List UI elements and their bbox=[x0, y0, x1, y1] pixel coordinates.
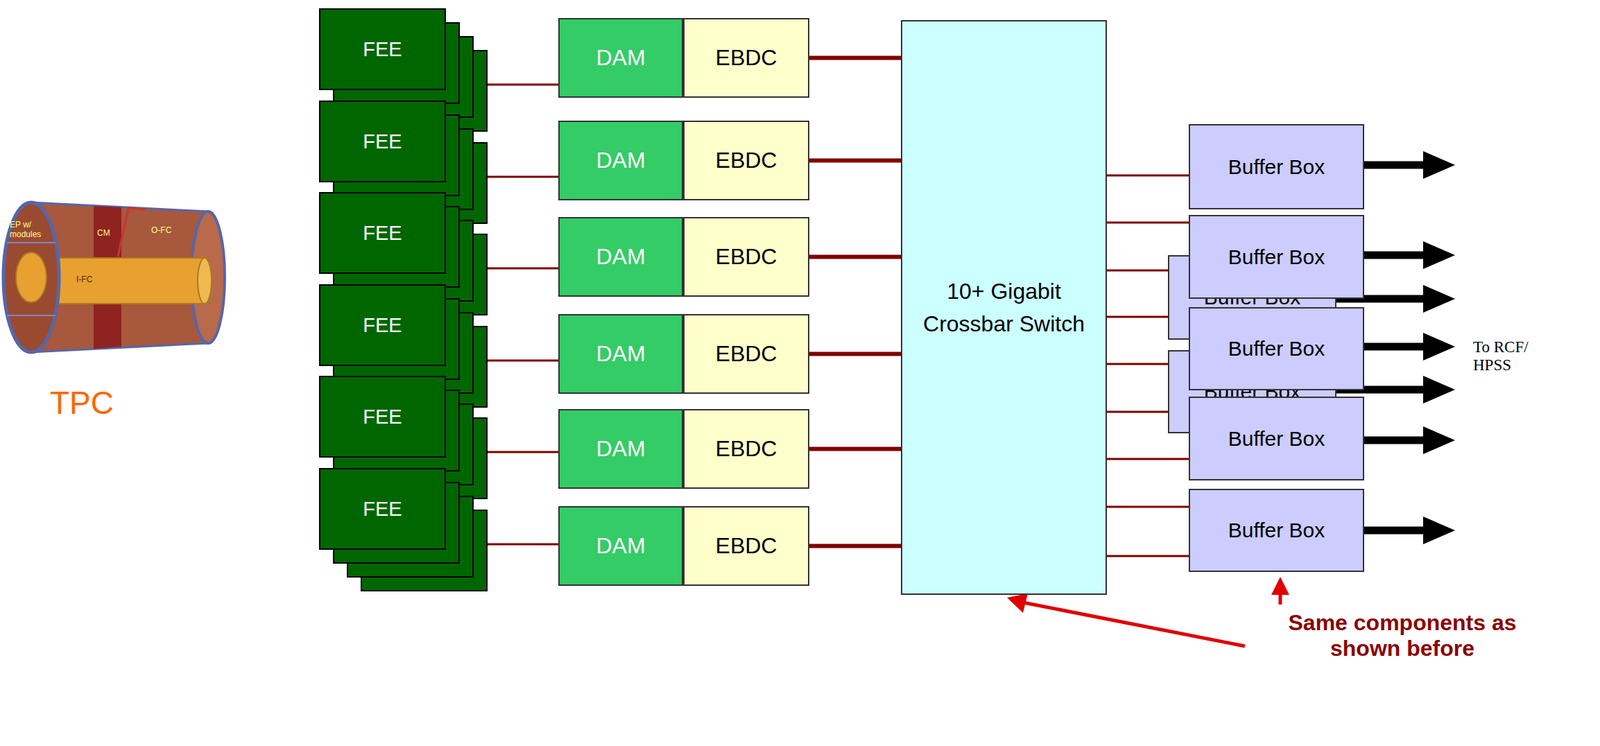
output-arrow-head bbox=[1423, 285, 1456, 313]
node-text: FEE bbox=[362, 130, 402, 154]
data-link bbox=[1106, 222, 1189, 224]
node-text: EBDC bbox=[715, 533, 778, 559]
output-arrow-head bbox=[1423, 151, 1456, 179]
data-link bbox=[1106, 556, 1189, 557]
output-arrow-shaft bbox=[1362, 527, 1429, 535]
node-text: FEE bbox=[362, 314, 402, 338]
node-text: FEE bbox=[362, 405, 402, 429]
node-text: Buffer Box bbox=[1228, 337, 1326, 361]
part-label: CM bbox=[97, 228, 125, 239]
node-text: FEE bbox=[362, 497, 402, 521]
label-text: I-FC bbox=[76, 274, 93, 285]
part-label: O-FC bbox=[151, 226, 186, 236]
data-link bbox=[1106, 270, 1168, 272]
buffer-box: Buffer Box bbox=[1188, 396, 1365, 481]
part-label: EP w/ modules bbox=[9, 220, 53, 240]
node-text: FEE bbox=[362, 221, 402, 245]
ebdc-box: EBDC bbox=[683, 217, 810, 297]
node-text: Buffer Box bbox=[1228, 155, 1326, 179]
fee-card: FEE bbox=[319, 100, 446, 183]
node-text: Buffer Box bbox=[1228, 427, 1326, 451]
node-text: Buffer Box bbox=[1228, 518, 1326, 543]
buffer-box: Buffer Box bbox=[1188, 488, 1365, 573]
node-text: Buffer Box bbox=[1228, 245, 1326, 270]
data-link bbox=[1106, 364, 1168, 365]
output-arrow-head bbox=[1423, 241, 1456, 270]
buffer-box: Buffer Box bbox=[1188, 307, 1365, 391]
ebdc-box: EBDC bbox=[683, 409, 810, 489]
output-arrow-shaft bbox=[1362, 251, 1429, 260]
node-text: EBDC bbox=[715, 147, 778, 174]
dam-box: DAM bbox=[558, 409, 684, 489]
ebdc-box: EBDC bbox=[683, 18, 810, 98]
node-text: EBDC bbox=[715, 436, 778, 462]
node-text: DAM bbox=[595, 147, 645, 174]
output-arrow-head bbox=[1423, 426, 1456, 455]
node-text: EBDC bbox=[715, 341, 778, 367]
output-arrow-shaft bbox=[1362, 343, 1429, 351]
ebdc-box: EBDC bbox=[683, 506, 810, 587]
data-link bbox=[1106, 316, 1168, 318]
fee-card: FEE bbox=[319, 468, 446, 550]
node-text: 10+ Gigabit Crossbar Switch bbox=[916, 275, 1092, 340]
label-text: TPC bbox=[49, 384, 114, 421]
node-text: EBDC bbox=[715, 45, 778, 71]
data-link bbox=[1106, 175, 1189, 177]
output-arrow-head bbox=[1423, 332, 1456, 361]
node-text: DAM bbox=[595, 341, 645, 367]
label-text: EP w/ modules bbox=[9, 219, 41, 240]
data-link bbox=[1106, 506, 1189, 508]
data-link bbox=[809, 353, 901, 355]
node-text: DAM bbox=[595, 436, 645, 462]
fee-card: FEE bbox=[319, 284, 446, 367]
fee-card: FEE bbox=[319, 8, 446, 91]
node-text: EBDC bbox=[715, 244, 778, 270]
label-text: O-FC bbox=[151, 225, 172, 236]
node-text: FEE bbox=[362, 38, 402, 62]
callout-note: Same components as shown before bbox=[1256, 610, 1548, 662]
destination-label: To RCF/ HPSS bbox=[1473, 338, 1543, 376]
data-link bbox=[1106, 459, 1189, 460]
data-link bbox=[809, 545, 901, 547]
data-link bbox=[809, 57, 901, 59]
buffer-box: Buffer Box bbox=[1188, 214, 1365, 299]
output-arrow-head bbox=[1423, 375, 1456, 404]
node-text: DAM bbox=[595, 533, 645, 559]
buffer-box: Buffer Box bbox=[1188, 124, 1365, 210]
dam-box: DAM bbox=[558, 314, 684, 394]
output-arrow-shaft bbox=[1362, 436, 1429, 445]
dam-box: DAM bbox=[558, 18, 684, 98]
output-arrow-head bbox=[1423, 516, 1456, 545]
ebdc-box: EBDC bbox=[683, 120, 810, 201]
label-text: CM bbox=[97, 228, 111, 238]
label-text: Same components as shown before bbox=[1288, 610, 1517, 661]
label-text: To RCF/ HPSS bbox=[1473, 338, 1529, 374]
crossbar-switch: 10+ Gigabit Crossbar Switch bbox=[900, 20, 1107, 596]
output-arrow-shaft bbox=[1362, 161, 1429, 170]
fee-card: FEE bbox=[319, 375, 446, 458]
dam-box: DAM bbox=[558, 120, 684, 201]
node-text: DAM bbox=[595, 45, 645, 71]
data-link bbox=[1106, 411, 1168, 413]
dam-box: DAM bbox=[558, 217, 684, 297]
fee-card: FEE bbox=[319, 192, 446, 274]
detector-name: TPC bbox=[33, 384, 131, 422]
data-link bbox=[809, 448, 901, 450]
data-link bbox=[809, 160, 901, 161]
ebdc-box: EBDC bbox=[683, 314, 810, 394]
node-text: DAM bbox=[595, 244, 645, 270]
tpc-illustration bbox=[3, 202, 225, 353]
dam-box: DAM bbox=[558, 506, 684, 587]
data-link bbox=[809, 256, 901, 258]
part-label: I-FC bbox=[76, 275, 111, 286]
